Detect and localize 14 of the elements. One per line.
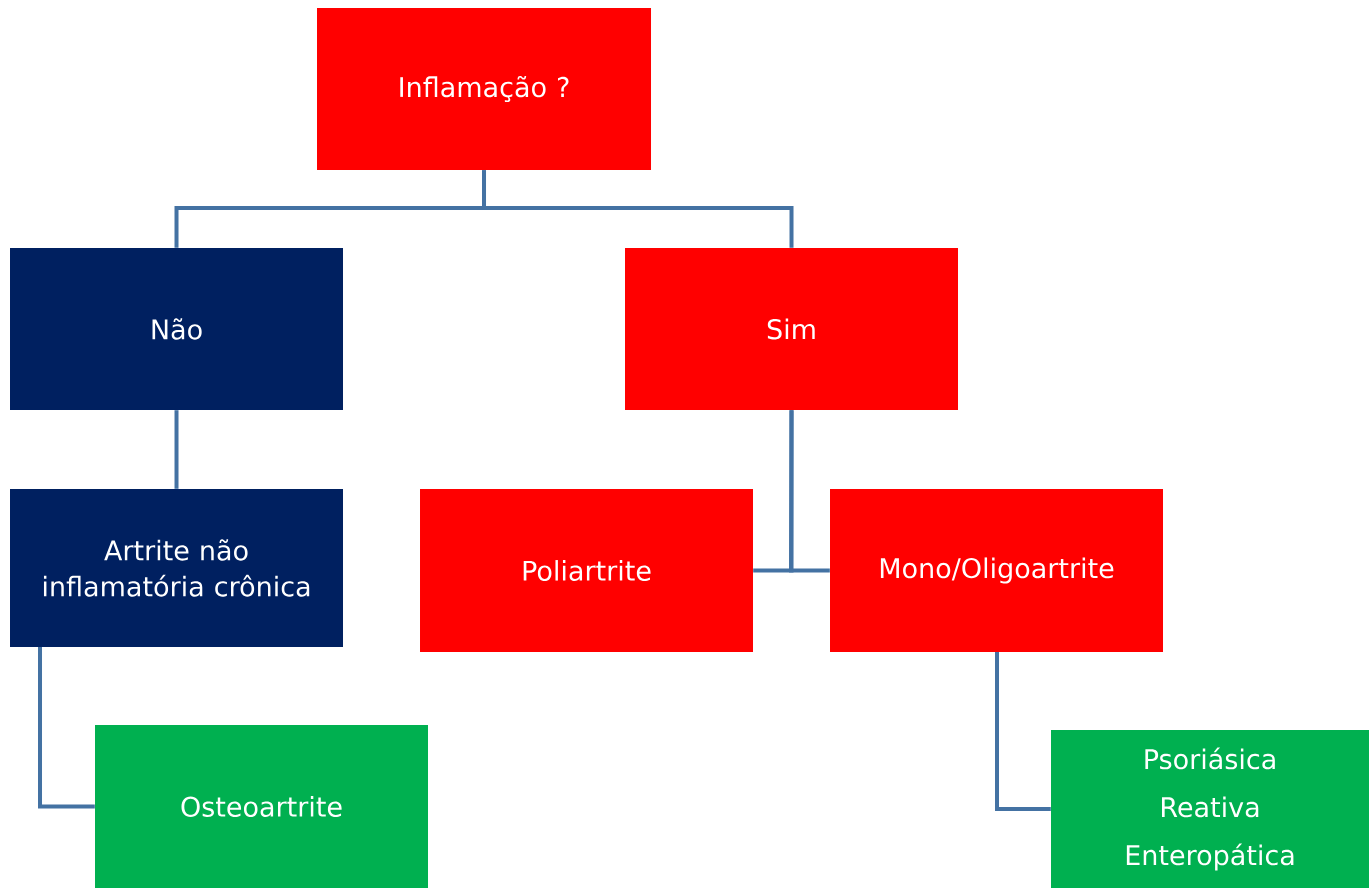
connector-line: [789, 410, 830, 573]
connector-line: [753, 410, 794, 573]
diagnosis-box: Psoriásica Reativa Enteropática: [1051, 730, 1369, 888]
connector-line: [38, 647, 95, 809]
category-box: Poliartrite: [420, 489, 753, 652]
category-box: Artrite não inflamatória crônica: [10, 489, 343, 647]
answer-box: Sim: [625, 248, 958, 410]
diagnosis-box: Osteoartrite: [95, 725, 428, 888]
connector-line: [995, 652, 1051, 811]
question-box: Inflamação ?: [317, 8, 651, 170]
connector-line: [174, 410, 179, 489]
connector-line: [482, 170, 794, 248]
category-box: Mono/Oligoartrite: [830, 489, 1163, 652]
answer-box: Não: [10, 248, 343, 410]
